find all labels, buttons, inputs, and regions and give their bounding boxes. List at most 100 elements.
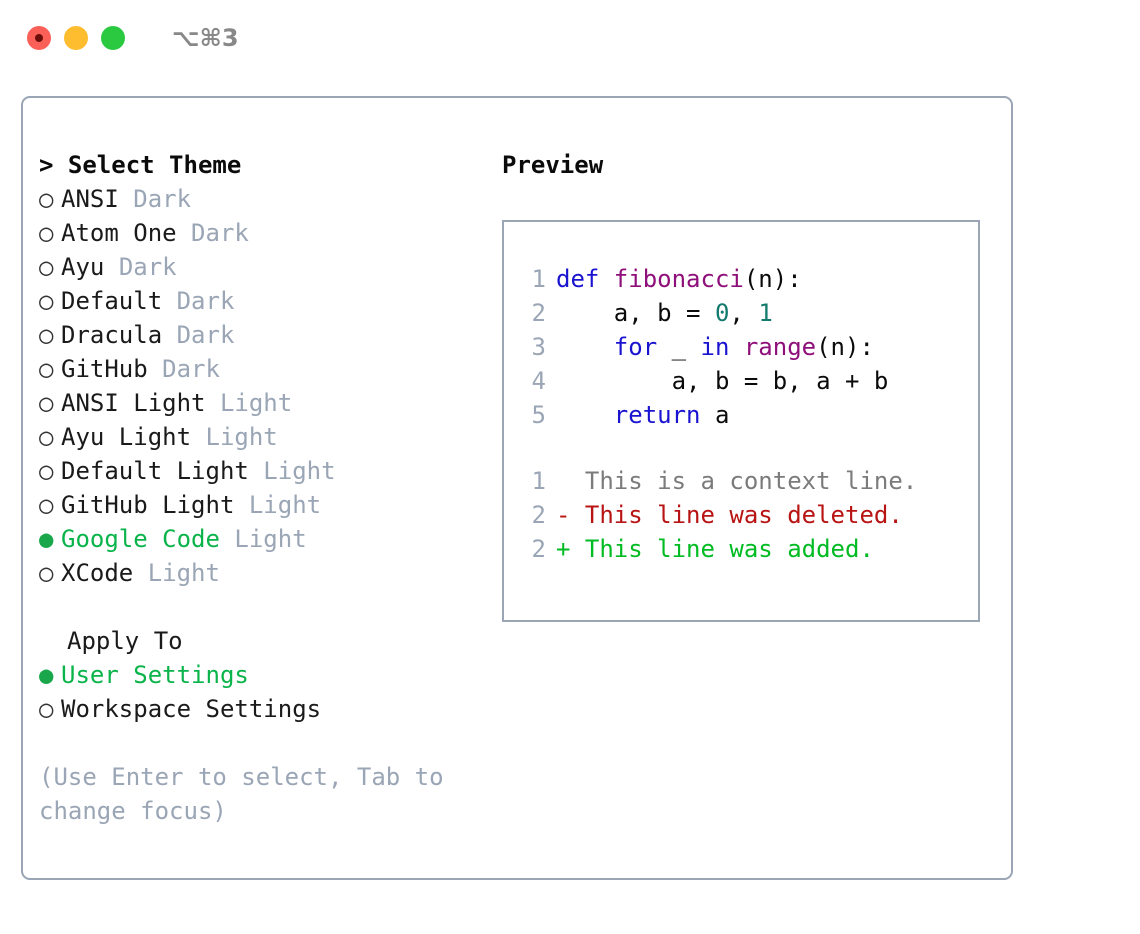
- apply-to-option[interactable]: ○Workspace Settings: [39, 692, 479, 726]
- label-separator: [162, 284, 176, 318]
- theme-name-label: Ayu Light: [61, 423, 192, 451]
- code-line-number: 3: [531, 333, 546, 361]
- diff-line: 2+ This line was added.: [518, 532, 978, 566]
- title-bar: ⌥⌘3: [0, 0, 1140, 76]
- code-token-num: 0: [714, 299, 730, 327]
- keyboard-hint-text: (Use Enter to select, Tab to change focu…: [39, 763, 459, 825]
- theme-list-item[interactable]: ○Default Light Light: [39, 454, 479, 488]
- apply-to-heading: Apply To: [67, 627, 183, 655]
- code-line-number: 4: [531, 367, 546, 395]
- code-line: 5 return a: [518, 398, 978, 432]
- theme-kind-label: Light: [147, 559, 220, 587]
- code-line: 2 a, b = 0, 1: [518, 296, 978, 330]
- theme-kind-label: Light: [219, 389, 293, 417]
- theme-selector-column: > Select Theme ○ANSI Dark○Atom One Dark○…: [39, 148, 479, 828]
- diff-line-number: 2: [531, 535, 546, 563]
- radio-unselected-icon[interactable]: ○: [39, 287, 54, 315]
- theme-list-item[interactable]: ○Default Dark: [39, 284, 479, 318]
- code-line: 4 a, b = b, a + b: [518, 364, 978, 398]
- traffic-light-group: [27, 26, 125, 50]
- code-line-number: 5: [531, 401, 546, 429]
- label-separator: [133, 556, 147, 590]
- apply-to-label: User Settings: [61, 661, 249, 689]
- apply-to-list[interactable]: ●User Settings○Workspace Settings: [39, 658, 479, 726]
- diff-marker: -: [556, 501, 571, 529]
- theme-name-label: Ayu: [61, 253, 105, 281]
- theme-list-item[interactable]: ○GitHub Light Light: [39, 488, 479, 522]
- radio-unselected-icon[interactable]: ○: [39, 559, 54, 587]
- theme-name-label: ANSI Light: [61, 389, 206, 417]
- code-token-kw: for: [556, 333, 672, 361]
- radio-unselected-icon[interactable]: ○: [39, 423, 54, 451]
- radio-unselected-icon[interactable]: ○: [39, 695, 54, 723]
- theme-name-label: ANSI: [61, 185, 119, 213]
- close-button-icon[interactable]: [27, 26, 51, 50]
- radio-unselected-icon[interactable]: ○: [39, 457, 54, 485]
- code-token-punc: (n):: [743, 265, 802, 293]
- minimize-button-icon[interactable]: [64, 26, 88, 50]
- code-token-fn: range: [743, 333, 817, 361]
- theme-list-item[interactable]: ○XCode Light: [39, 556, 479, 590]
- radio-unselected-icon[interactable]: ○: [39, 491, 54, 519]
- theme-name-label: GitHub: [61, 355, 148, 383]
- code-line-content: a, b = b, a + b: [556, 364, 889, 398]
- radio-unselected-icon[interactable]: ○: [39, 389, 54, 417]
- apply-to-option[interactable]: ●User Settings: [39, 658, 479, 692]
- theme-kind-label: Dark: [191, 219, 249, 247]
- theme-name-label: Google Code: [61, 525, 220, 553]
- zoom-button-icon[interactable]: [101, 26, 125, 50]
- code-token-kw: def: [556, 265, 614, 293]
- radio-unselected-icon[interactable]: ○: [39, 219, 54, 247]
- radio-unselected-icon[interactable]: ○: [39, 253, 54, 281]
- theme-list-item[interactable]: ○Atom One Dark: [39, 216, 479, 250]
- diff-marker: +: [556, 535, 571, 563]
- theme-list-item[interactable]: ○ANSI Light Light: [39, 386, 479, 420]
- theme-kind-label: Light: [248, 491, 322, 519]
- theme-kind-label: Light: [205, 423, 278, 451]
- diff-line-content: This is a context line.: [570, 467, 918, 495]
- code-token-fn: fibonacci: [613, 265, 744, 293]
- diff-line-number: 2: [531, 501, 546, 529]
- preview-heading: Preview: [502, 151, 604, 179]
- radio-selected-icon[interactable]: ●: [39, 525, 54, 553]
- label-separator: [104, 250, 118, 284]
- theme-name-label: Default Light: [61, 457, 249, 485]
- theme-list-item[interactable]: ●Google Code Light: [39, 522, 479, 556]
- code-diff-gap: [518, 432, 978, 464]
- theme-list-item[interactable]: ○Dracula Dark: [39, 318, 479, 352]
- code-token-txt: a, b = b, a + b: [556, 367, 889, 395]
- radio-selected-icon[interactable]: ●: [39, 661, 54, 689]
- theme-kind-label: Light: [234, 525, 307, 553]
- diff-line: 1 This is a context line.: [518, 464, 978, 498]
- code-line: 3 for _ in range(n):: [518, 330, 978, 364]
- theme-list-item[interactable]: ○GitHub Dark: [39, 352, 479, 386]
- diff-marker: [556, 464, 570, 498]
- theme-kind-label: Dark: [162, 355, 220, 383]
- theme-name-label: Atom One: [61, 219, 177, 247]
- label-separator: [220, 522, 234, 556]
- theme-list-item[interactable]: ○Ayu Light Light: [39, 420, 479, 454]
- theme-list-item[interactable]: ○ANSI Dark: [39, 182, 479, 216]
- theme-kind-label: Dark: [176, 287, 235, 315]
- diff-line-content: This line was deleted.: [570, 501, 903, 529]
- code-token-txt: a: [714, 401, 730, 429]
- theme-kind-label: Dark: [133, 185, 192, 213]
- theme-kind-label: Light: [263, 457, 336, 485]
- list-spacer: [39, 590, 479, 624]
- theme-name-label: GitHub Light: [61, 491, 235, 519]
- radio-unselected-icon[interactable]: ○: [39, 321, 54, 349]
- window-title: ⌥⌘3: [172, 24, 239, 52]
- radio-unselected-icon[interactable]: ○: [39, 355, 54, 383]
- radio-unselected-icon[interactable]: ○: [39, 185, 54, 213]
- code-token-txt: ,: [729, 299, 759, 327]
- code-token-txt: _: [671, 333, 701, 361]
- theme-list-item[interactable]: ○Ayu Dark: [39, 250, 479, 284]
- code-token-kw: in: [700, 333, 744, 361]
- theme-list[interactable]: ○ANSI Dark○Atom One Dark○Ayu Dark○Defaul…: [39, 182, 479, 590]
- label-separator: [119, 182, 133, 216]
